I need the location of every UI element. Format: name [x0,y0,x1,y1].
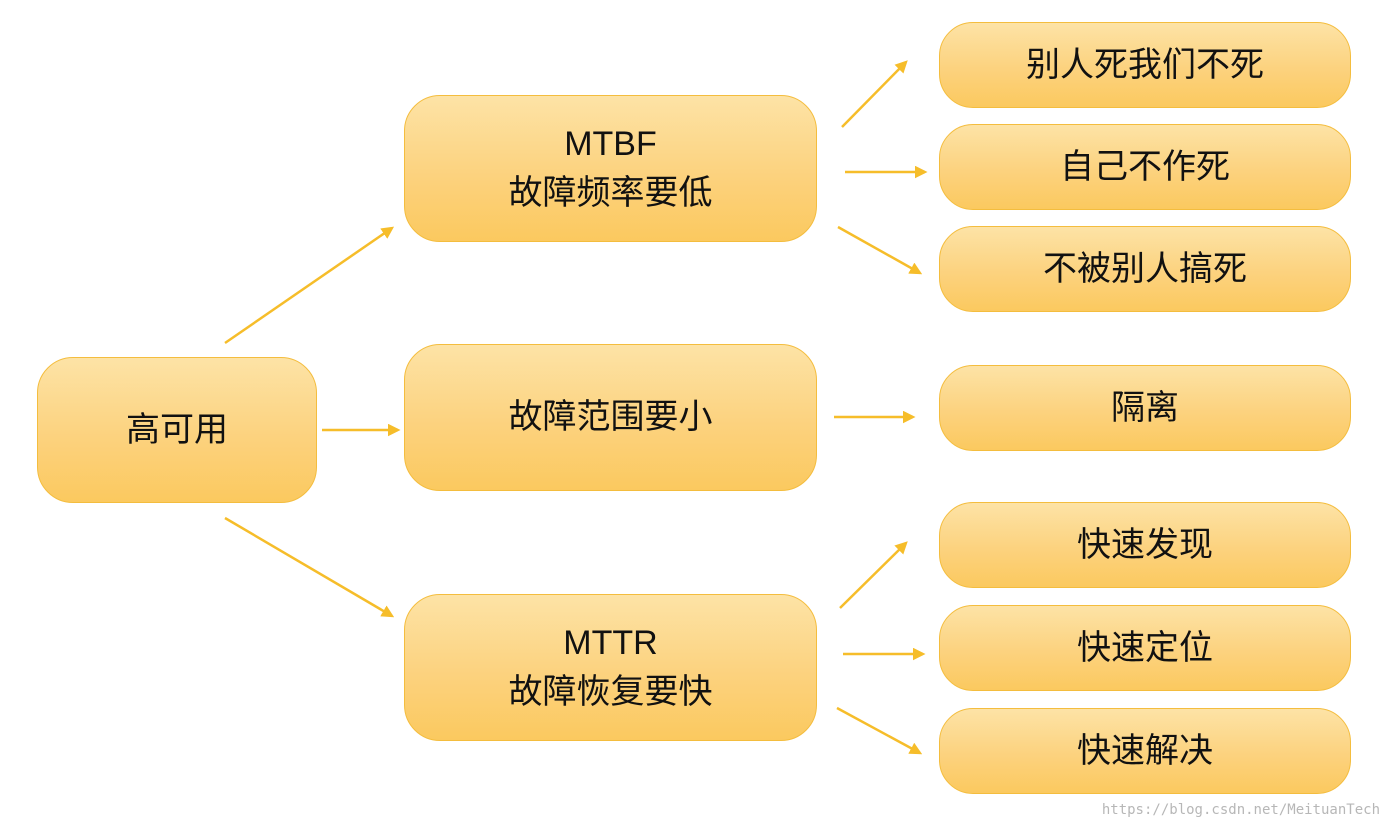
leaf-label: 不被别人搞死 [1043,248,1247,289]
branch-label: 故障频率要低 [508,172,713,213]
leaf-label: 快速发现 [1077,524,1213,565]
branch-node-mtbf: MTBF 故障频率要低 [404,95,817,242]
leaf-node: 快速发现 [939,502,1351,588]
arrow-root-to-mtbf [224,226,395,345]
arrow-mtbf-to-leaf-1 [841,60,908,128]
leaf-node: 隔离 [939,365,1351,451]
root-node: 高可用 [37,357,317,503]
branch-abbr: MTBF [564,125,657,164]
arrow-mtbf-to-leaf-3 [837,225,923,275]
branch-label: 故障恢复要快 [508,671,713,712]
arrow-root-to-mttr [224,516,395,618]
branch-abbr: MTTR [563,624,658,663]
leaf-node: 快速解决 [939,708,1351,794]
leaf-label: 别人死我们不死 [1026,44,1264,85]
leaf-node: 不被别人搞死 [939,226,1351,312]
leaf-node: 快速定位 [939,605,1351,691]
arrow-mttr-to-leaf-1 [839,541,908,609]
leaf-label: 快速解决 [1077,730,1213,771]
branch-label: 故障范围要小 [508,397,713,438]
leaf-node: 自己不作死 [939,124,1351,210]
leaf-label: 快速定位 [1077,627,1213,668]
watermark-url: https://blog.csdn.net/MeituanTech [1101,802,1380,818]
leaf-node: 别人死我们不死 [939,22,1351,108]
root-label: 高可用 [126,409,228,450]
branch-node-scope: 故障范围要小 [404,344,817,491]
arrow-mttr-to-leaf-3 [836,706,923,755]
branch-node-mttr: MTTR 故障恢复要快 [404,594,817,741]
leaf-label: 自己不作死 [1060,146,1230,187]
leaf-label: 隔离 [1111,387,1179,428]
